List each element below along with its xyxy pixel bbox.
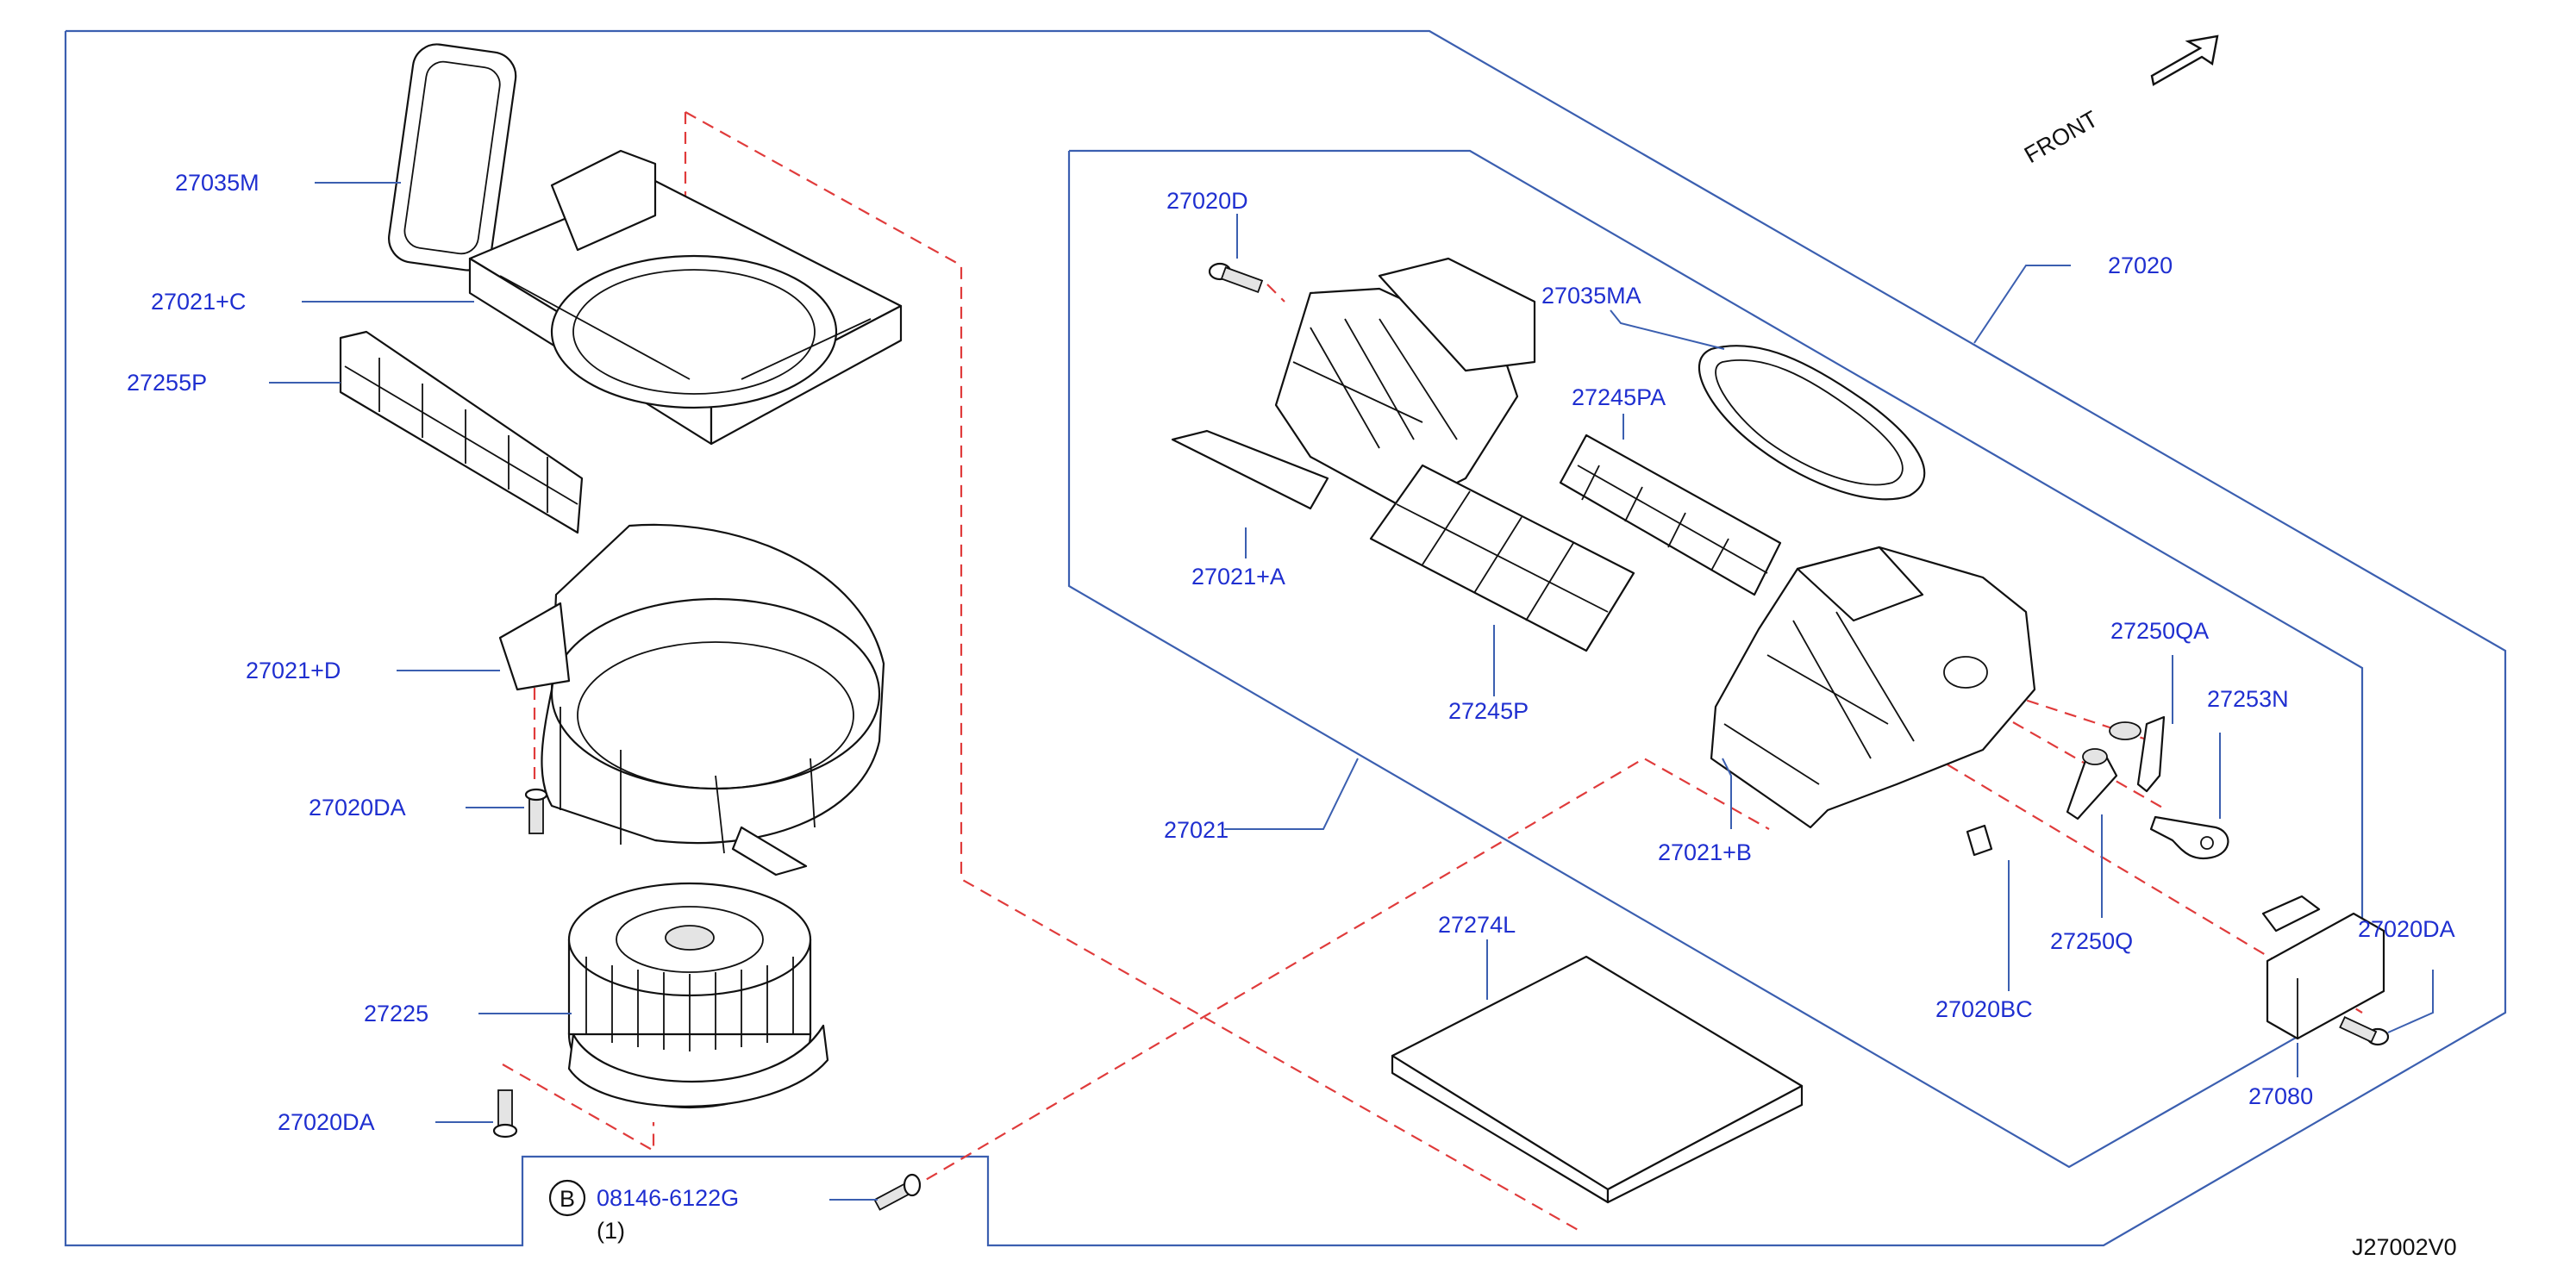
screw-27020DA-lower-drawing bbox=[492, 1089, 518, 1139]
label-bolt-qty: (1) bbox=[597, 1218, 625, 1244]
resistor-27080-drawing bbox=[2261, 895, 2385, 1040]
label-27021B: 27021+B bbox=[1658, 839, 1752, 865]
screw-27020D-drawing bbox=[1208, 262, 1264, 294]
label-27253N: 27253N bbox=[2207, 686, 2289, 712]
case-27021A-drawing bbox=[1171, 257, 1536, 510]
label-bolt-part: 08146-6122G bbox=[597, 1185, 739, 1211]
label-27080: 27080 bbox=[2248, 1083, 2313, 1109]
filter-27245P-drawing bbox=[1369, 464, 1635, 652]
label-27035M: 27035M bbox=[175, 170, 259, 196]
clip-27020BC-drawing bbox=[1966, 824, 1993, 857]
filter-27274L-drawing bbox=[1391, 955, 1804, 1204]
bolt-circle-icon bbox=[548, 1179, 586, 1217]
label-27020DA-upper: 27020DA bbox=[309, 795, 406, 820]
scroll-case-27021D-drawing bbox=[498, 523, 885, 877]
label-27020DA-lower: 27020DA bbox=[278, 1109, 375, 1135]
diagram-code: J27002V0 bbox=[2352, 1234, 2457, 1260]
label-27021: 27021 bbox=[1164, 817, 1229, 843]
label-27245P: 27245P bbox=[1448, 698, 1529, 724]
filter-27255P-drawing bbox=[339, 330, 584, 534]
label-front: FRONT bbox=[2020, 106, 2103, 168]
label-27035MA: 27035MA bbox=[1541, 283, 1641, 309]
label-27250Q: 27250Q bbox=[2050, 928, 2133, 954]
lever-27253N-drawing bbox=[2149, 815, 2229, 860]
label-27020BC: 27020BC bbox=[1935, 996, 2033, 1022]
seal-27035MA-drawing bbox=[1698, 345, 1926, 501]
label-27021C: 27021+C bbox=[151, 289, 246, 315]
label-27225: 27225 bbox=[364, 1001, 428, 1026]
case-27021B-drawing bbox=[1710, 546, 2036, 829]
label-27021A: 27021+A bbox=[1191, 564, 1285, 590]
screw-27020DA-upper-drawing bbox=[524, 788, 548, 834]
label-27274L: 27274L bbox=[1438, 912, 1516, 938]
label-27250QA: 27250QA bbox=[2110, 618, 2209, 644]
label-27020: 27020 bbox=[2108, 253, 2173, 278]
label-27245PA: 27245PA bbox=[1572, 384, 1666, 410]
label-27020DA-right: 27020DA bbox=[2358, 916, 2455, 942]
label-27255P: 27255P bbox=[127, 370, 207, 396]
blower-motor-27225-drawing bbox=[567, 882, 829, 1109]
seal-27035M-drawing bbox=[388, 43, 517, 271]
label-27020D: 27020D bbox=[1166, 188, 1248, 214]
bolt-08146-drawing bbox=[873, 1173, 922, 1211]
upper-case-27021C-drawing bbox=[468, 149, 903, 446]
outer-frame bbox=[64, 29, 2507, 1247]
label-27021D: 27021+D bbox=[246, 658, 341, 683]
bolt-circle-letter: B bbox=[560, 1186, 575, 1212]
lever-27250QA-drawing bbox=[2109, 715, 2166, 793]
filter-27245PA-drawing bbox=[1559, 434, 1782, 596]
leader-lines bbox=[269, 182, 2434, 1201]
inner-frame bbox=[1067, 149, 2364, 1169]
front-arrow-icon bbox=[2150, 34, 2219, 86]
lever-27250Q-drawing bbox=[2066, 748, 2118, 820]
screw-27020DA-right-drawing bbox=[2339, 1016, 2390, 1046]
